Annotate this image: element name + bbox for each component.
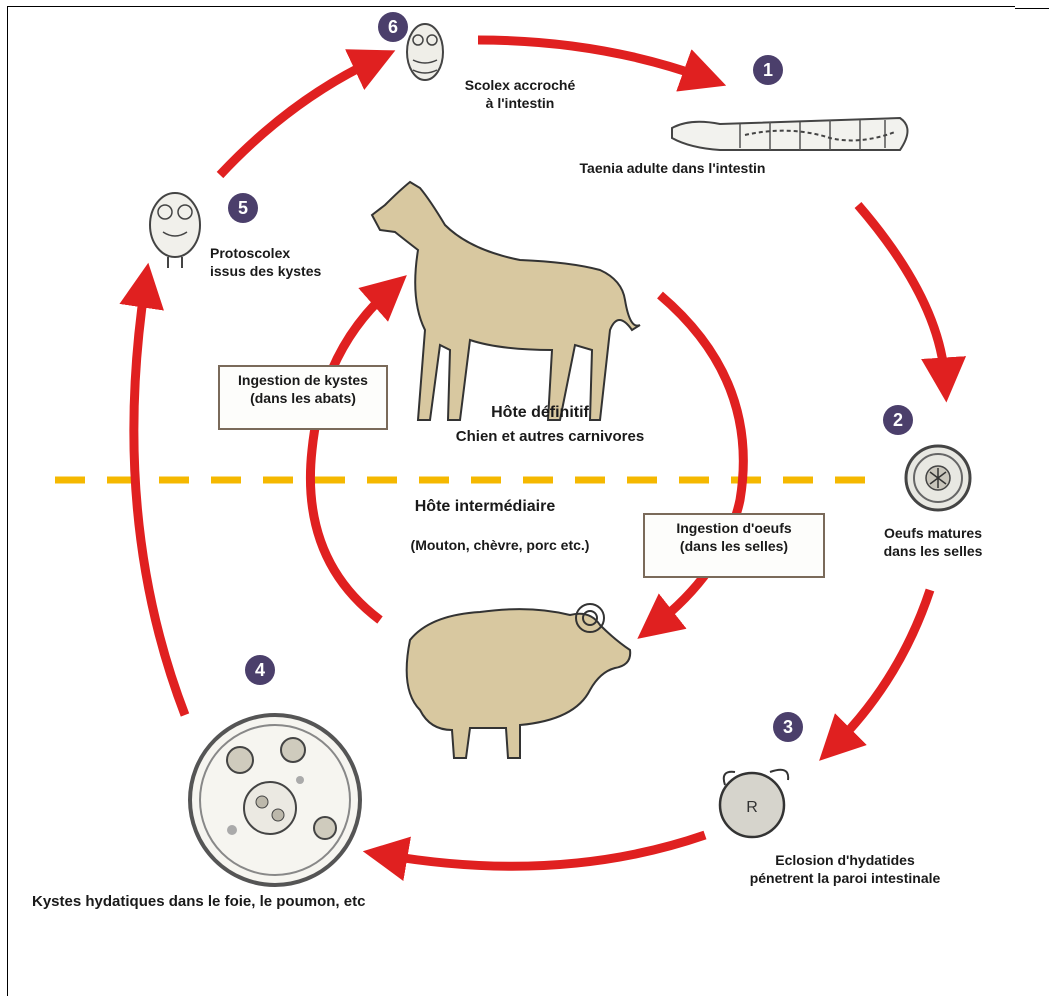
step-badge-3: 3 <box>773 712 803 742</box>
step-1-label: Taenia adulte dans l'intestin <box>540 160 805 178</box>
hydatid-cyst-icon <box>190 715 360 885</box>
arrow-3-to-4 <box>385 835 705 866</box>
sheep-icon <box>407 604 631 758</box>
protoscolex-icon <box>150 193 200 268</box>
step-4-label: Kystes hydatiques dans le foie, le poumo… <box>32 893 552 912</box>
step-badge-1: 1 <box>753 55 783 85</box>
arrow-2-to-3 <box>835 590 930 745</box>
step-5-label: Protoscolex issus des kystes <box>210 245 380 280</box>
step-2-label: Oeufs matures dans les selles <box>858 525 1008 560</box>
definitive-host-title: Hôte définitif <box>440 403 640 423</box>
arrow-1-to-2 <box>858 205 945 380</box>
arrow-sheep-to-dog <box>310 290 390 620</box>
arrow-6-to-1 <box>478 40 705 78</box>
step-badge-6: 6 <box>378 12 408 42</box>
svg-text:R: R <box>746 799 758 816</box>
step-badge-4: 4 <box>245 655 275 685</box>
cyst-ingestion-box: Ingestion de kystes (dans les abats) <box>218 365 388 430</box>
step-badge-2: 2 <box>883 405 913 435</box>
step-3-label: Eclosion d'hydatides pénetrent la paroi … <box>700 852 990 887</box>
definitive-host-subtitle: Chien et autres carnivores <box>400 428 700 447</box>
intermediate-host-title: Hôte intermédiaire <box>370 497 600 517</box>
step-badge-5: 5 <box>228 193 258 223</box>
scolex-icon <box>407 24 443 80</box>
step-6-label: Scolex accroché à l'intestin <box>450 77 590 112</box>
hatching-hydatid-icon: R <box>720 770 788 837</box>
egg-ingestion-box: Ingestion d'oeufs (dans les selles) <box>643 513 825 578</box>
arrow-5-to-6 <box>220 60 375 175</box>
intermediate-host-subtitle: (Mouton, chèvre, porc etc.) <box>355 537 645 555</box>
adult-tapeworm-icon <box>672 118 908 150</box>
arrow-4-to-5 <box>134 285 185 715</box>
dog-icon <box>372 182 640 420</box>
egg-icon <box>906 446 970 510</box>
